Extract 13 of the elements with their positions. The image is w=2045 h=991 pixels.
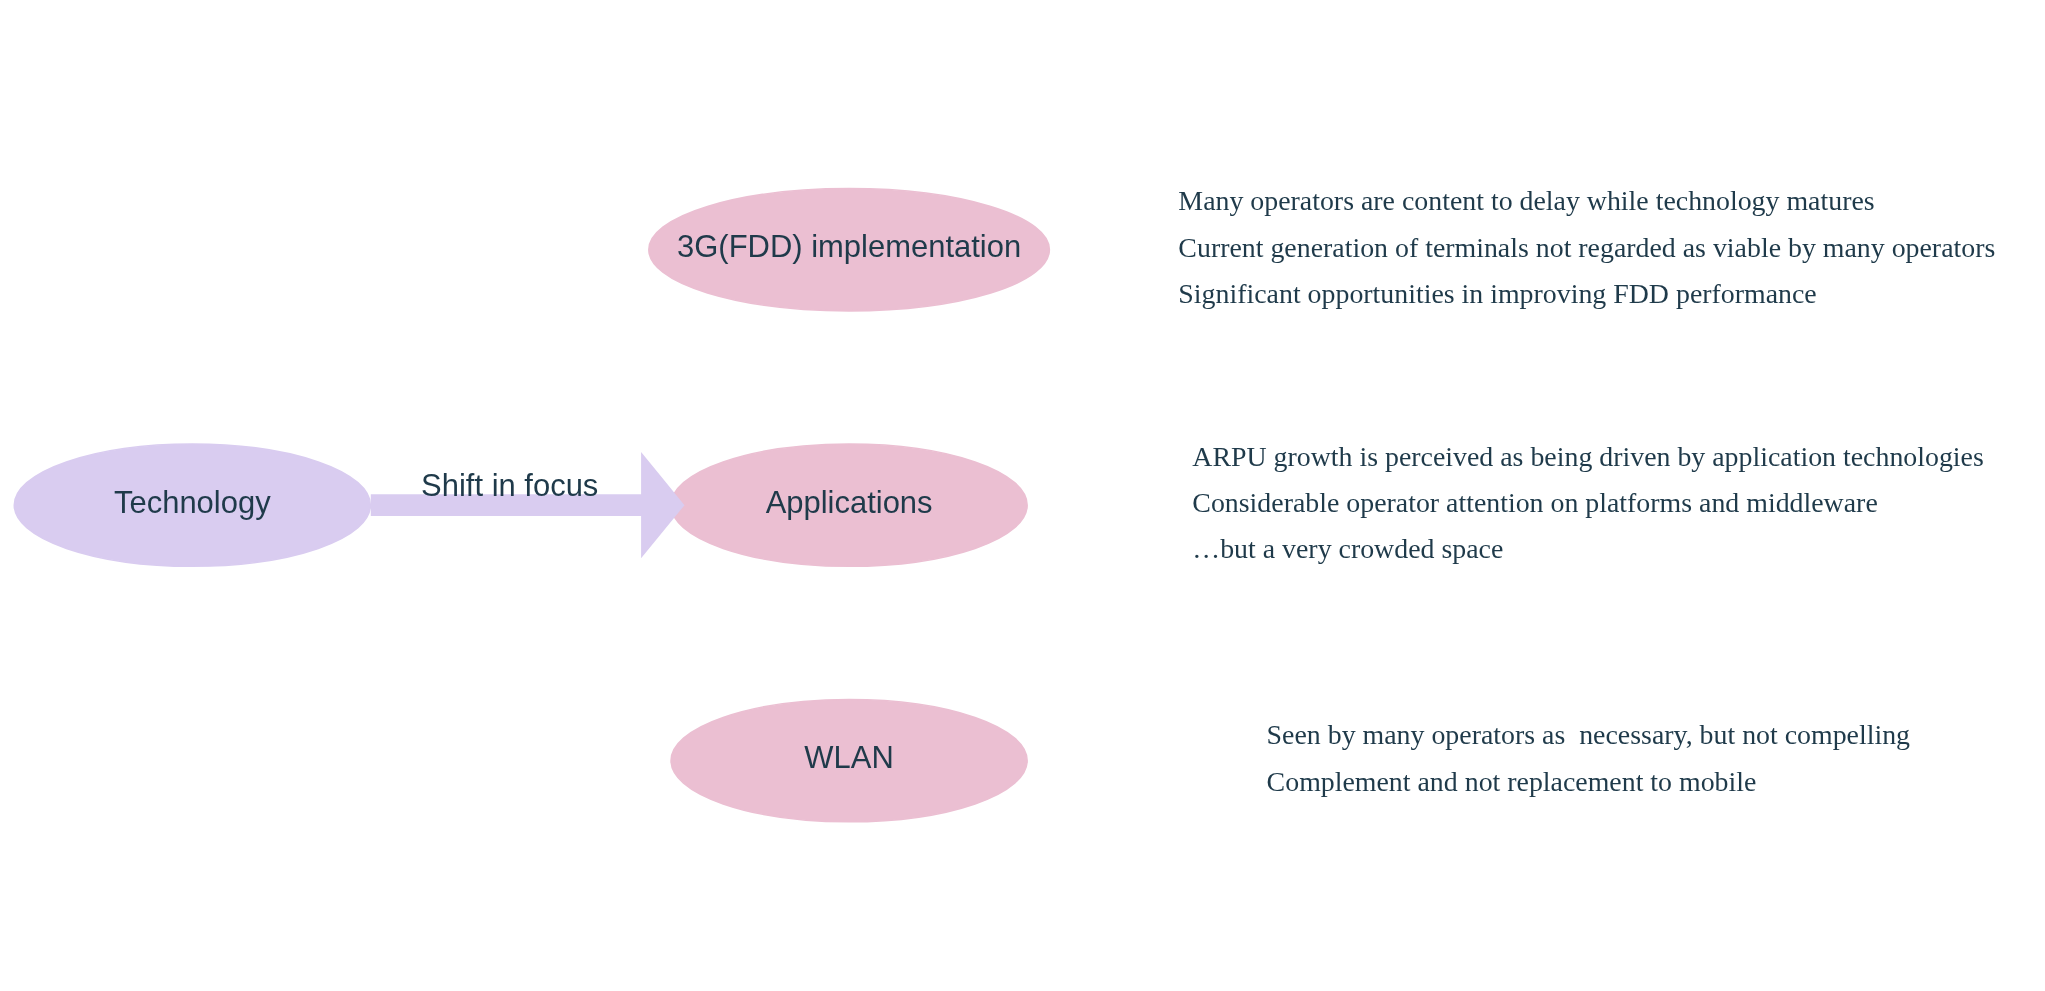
node-label: Current generation of terminals not regarded as viable by many operators	[1178, 231, 1996, 263]
node-label: Many operators are content to delay while technology matures	[1178, 185, 1875, 217]
node-label: Seen by many operators as necessary, but not compelling	[1266, 719, 1911, 751]
node-ellipse: Technology	[13, 443, 372, 568]
arrow	[370, 452, 685, 559]
edge-label: Shift in focus	[421, 467, 599, 503]
node-label: Significant opportunities in improving FDD performance	[1178, 277, 1817, 309]
node-label: ARPU growth is perceived as being driven by application technologies	[1192, 440, 1984, 472]
node-ellipse: 3G(FDD) implementation	[648, 187, 1051, 312]
node-label: Considerable operator attention on platforms and middleware	[1192, 486, 1878, 518]
node-label: …but a very crowded space	[1192, 533, 1504, 565]
node-label: Complement and not replacement to mobile	[1266, 765, 1757, 797]
node-ellipse: WLAN	[670, 698, 1028, 823]
